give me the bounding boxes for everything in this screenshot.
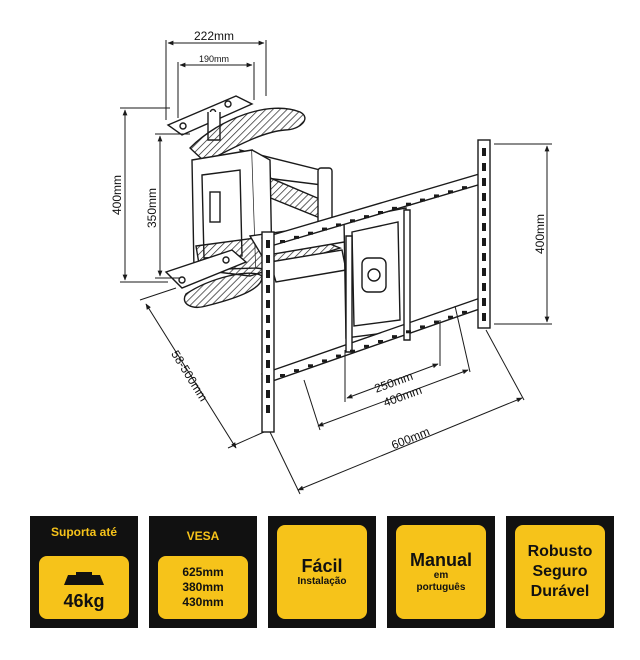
rail-slot <box>482 163 486 171</box>
rail-slot <box>482 238 486 246</box>
rail-slot <box>482 268 486 276</box>
rail-slot <box>322 227 327 231</box>
rail-slot <box>266 270 270 278</box>
support-value: 46kg <box>63 590 105 611</box>
install-subtitle: Instalação <box>297 576 347 587</box>
rail-slot <box>482 283 486 291</box>
rail-slot <box>266 360 270 368</box>
rail-slot <box>482 208 486 216</box>
rail-slot <box>378 211 383 214</box>
rail-slot <box>266 285 270 293</box>
rail-slot <box>448 315 453 319</box>
rail-slot <box>308 364 313 368</box>
rail-slots <box>266 148 486 413</box>
rail-slot <box>482 253 486 261</box>
rail-slot <box>364 344 369 348</box>
rail-slot <box>350 349 355 353</box>
dim-left-inner: 350mm <box>145 188 159 228</box>
rail-slot <box>266 330 270 338</box>
rail-slot <box>266 255 270 263</box>
rail-slot <box>420 325 425 329</box>
manual-subtitle-2: português <box>416 582 466 593</box>
rail-slot <box>266 300 270 308</box>
rail-slot <box>294 369 299 373</box>
card-install: Fácil Instalação <box>268 516 376 628</box>
weight-icon <box>64 571 104 585</box>
dim-left-outer: 400mm <box>110 175 124 215</box>
wall-bracket-assembly <box>164 95 357 308</box>
rail-slot <box>406 202 411 206</box>
dimension-lines <box>120 40 552 495</box>
dim-top-inner: 190mm <box>199 54 229 64</box>
dim-right-height: 400mm <box>533 214 547 254</box>
robust-line-2: Seguro <box>532 563 588 580</box>
rail-slot <box>322 359 327 363</box>
rail-slot <box>266 315 270 323</box>
rail-slot <box>482 178 486 186</box>
robust-line-3: Durável <box>530 583 590 600</box>
rail-slot <box>462 186 467 190</box>
rail-slot <box>266 375 270 383</box>
dim-extension: 58-500mm <box>168 348 210 404</box>
rail-slot <box>308 231 313 235</box>
rail-slot <box>462 310 467 314</box>
rail-slot <box>392 335 397 339</box>
rail-slot <box>482 148 486 156</box>
card-vesa: VESA 625mm 380mm 430mm <box>149 516 257 628</box>
manual-title: Manual <box>409 550 472 570</box>
rail-slot <box>434 320 439 324</box>
dim-top-outer: 222mm <box>194 29 234 43</box>
manual-subtitle-1: em <box>433 570 449 581</box>
card-manual: Manual em português <box>387 516 495 628</box>
rail-slot <box>336 354 341 358</box>
dim-vesa-outer: 600mm <box>389 424 431 452</box>
card-support: Suporta até 46kg <box>30 516 138 628</box>
rail-slot <box>482 223 486 231</box>
rail-slot <box>266 240 270 248</box>
vesa-size-3: 430mm <box>182 595 224 609</box>
mount-technical-drawing: 222mm 190mm 400mm 350mm 400mm 58-500mm 2… <box>110 29 552 495</box>
rail-slot <box>434 194 439 198</box>
rail-slot <box>482 298 486 306</box>
rail-slot <box>378 340 383 343</box>
vesa-header: VESA <box>186 529 220 543</box>
rail-slot <box>482 313 486 321</box>
rail-slot <box>266 405 270 413</box>
robust-line-1: Robusto <box>527 543 593 560</box>
rail-slot <box>336 223 341 227</box>
vesa-size-1: 625mm <box>182 565 224 579</box>
rail-slot <box>364 215 369 219</box>
rail-slot <box>448 190 453 194</box>
support-header: Suporta até <box>50 525 117 539</box>
rail-slot <box>266 390 270 398</box>
rail-slot <box>420 198 425 202</box>
rail-slot <box>280 374 285 377</box>
install-title: Fácil <box>301 556 343 576</box>
vesa-size-2: 380mm <box>182 580 224 594</box>
rail-slot <box>482 193 486 201</box>
rail-slot <box>406 330 411 334</box>
rail-slot <box>280 240 285 243</box>
rail-slot <box>266 345 270 353</box>
card-robust: Robusto Seguro Durável <box>506 516 614 628</box>
rail-slot <box>294 235 299 239</box>
rail-slot <box>392 206 397 210</box>
rail-slot <box>350 219 355 223</box>
